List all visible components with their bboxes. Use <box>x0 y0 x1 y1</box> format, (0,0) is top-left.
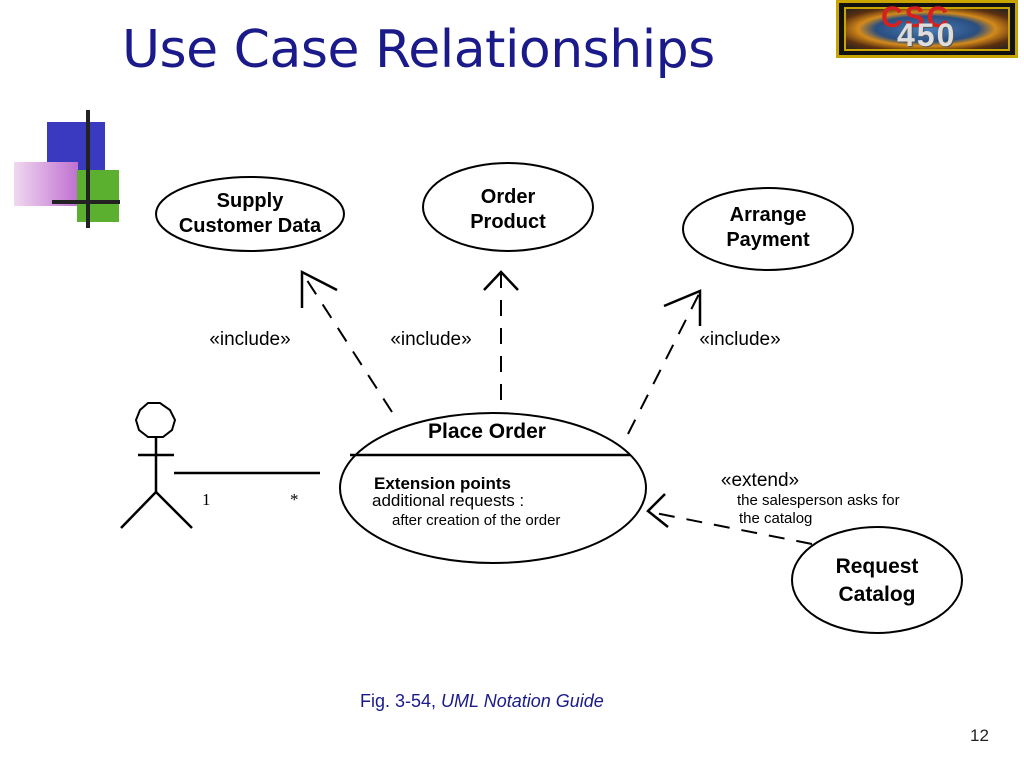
usecase-order-product-label-2: Product <box>470 211 546 233</box>
usecase-request-catalog <box>791 526 963 634</box>
extend-arrowhead <box>646 493 669 528</box>
usecase-order-product-label-1: Order <box>481 186 536 208</box>
include-label-right: «include» <box>699 329 780 350</box>
actor-figure <box>120 402 193 529</box>
deco-green-square <box>77 170 119 222</box>
page-number: 12 <box>970 726 989 745</box>
deco-horizontal-line <box>52 200 120 204</box>
slide-title: Use Case Relationships <box>122 20 715 80</box>
usecase-place-order <box>339 412 647 564</box>
deco-purple-square <box>14 162 78 206</box>
multiplicity-usecase-end: * <box>290 490 299 509</box>
deco-vertical-line <box>86 110 90 228</box>
extension-point-condition: after creation of the order <box>392 512 560 529</box>
logo-text: CSC <box>881 1 951 34</box>
include-label-center: «include» <box>390 329 471 350</box>
usecase-request-catalog-label-1: Request <box>836 555 919 578</box>
extension-points-heading: Extension points <box>374 474 511 493</box>
usecase-supply-customer-data <box>155 176 345 252</box>
place-order-title: Place Order <box>428 420 546 443</box>
actor-head <box>134 402 177 438</box>
actor-left-leg <box>120 491 157 529</box>
usecase-order-product <box>422 162 594 252</box>
caption-source: UML Notation Guide <box>441 691 604 711</box>
include-dependency-supply <box>302 273 393 413</box>
include-label-left: «include» <box>209 329 290 350</box>
figure-caption: Fig. 3-54, UML Notation Guide <box>360 691 604 712</box>
course-logo: CSC 450 <box>836 0 1018 58</box>
extend-label: «extend» <box>721 470 799 491</box>
multiplicity-actor-end: 1 <box>202 490 211 509</box>
usecase-request-catalog-label-2: Catalog <box>838 583 915 606</box>
actor-right-leg <box>155 491 193 529</box>
logo-globe <box>844 7 1010 51</box>
usecase-supply-label-1: Supply <box>217 190 285 212</box>
include-arrowhead-order-product <box>483 270 519 291</box>
usecase-arrange-payment-label-2: Payment <box>726 229 810 251</box>
extend-condition-line-2: the catalog <box>739 510 812 527</box>
extension-point-name: additional requests : <box>372 491 524 510</box>
usecase-arrange-payment <box>682 187 854 271</box>
usecase-arrange-payment-label-1: Arrange <box>730 204 807 226</box>
include-arrowhead-arrange-payment <box>663 289 702 326</box>
usecase-supply-label-2: Customer Data <box>179 215 322 237</box>
include-arrowhead-supply <box>300 269 338 308</box>
caption-prefix: Fig. 3-54, <box>360 691 442 711</box>
logo-number: 450 <box>897 17 957 53</box>
extend-condition-line-1: the salesperson asks for <box>737 492 900 509</box>
include-dependency-arrange-payment <box>627 291 701 435</box>
